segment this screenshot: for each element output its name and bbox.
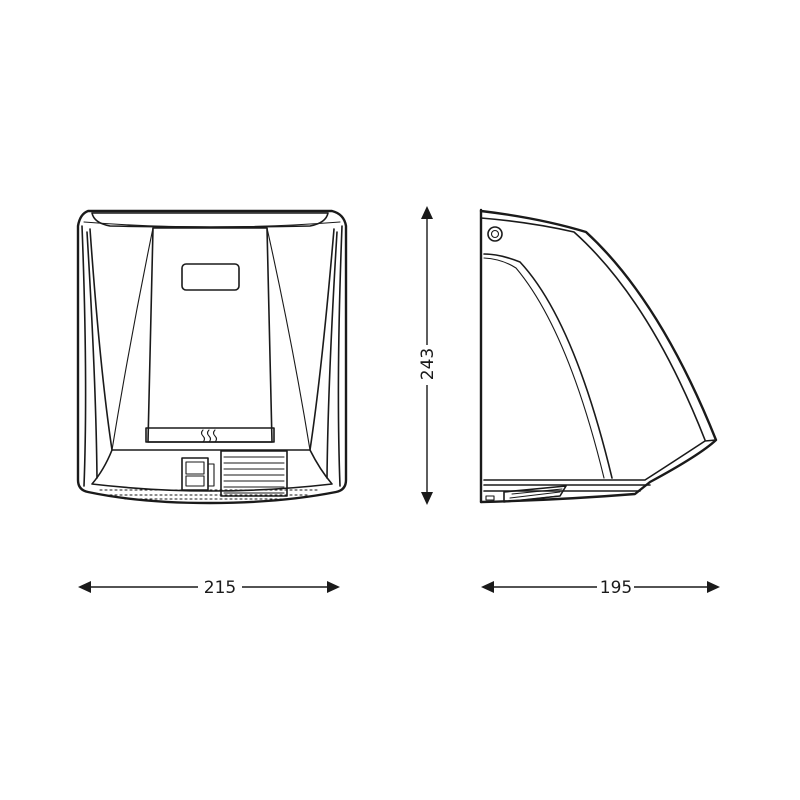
front-left-panel-edge: [89, 228, 113, 451]
front-left-side-outer: [81, 225, 87, 487]
bottom-vent-dots: [99, 489, 321, 500]
power-switch-icon: [181, 457, 215, 491]
side-view: [479, 208, 718, 504]
side-indicator-icon: [485, 495, 495, 501]
side-depth-dimension: 195: [481, 578, 720, 598]
heat-icon: [200, 429, 218, 443]
side-upper-band-inner: [483, 257, 605, 479]
side-depth-dimension-label: 195: [600, 578, 632, 598]
sensor-window: [181, 263, 240, 291]
front-view: [76, 209, 348, 505]
side-lower-edge: [483, 439, 717, 481]
front-right-side-outer: [337, 225, 343, 487]
front-left-side-inner: [86, 231, 98, 479]
side-outer-profile: [479, 209, 718, 504]
side-upper-band: [483, 253, 613, 479]
heat-strip: [145, 427, 275, 443]
front-right-panel-edge: [309, 228, 335, 451]
front-right-side-inner: [326, 231, 338, 479]
front-top-curve: [83, 221, 341, 228]
front-central-panel: [147, 227, 273, 443]
front-right-contour: [266, 227, 311, 451]
front-left-contour: [111, 227, 154, 451]
height-dimension-label: 243: [418, 348, 438, 380]
side-outlet-vent: [503, 485, 567, 503]
side-inner-top-profile: [480, 217, 706, 441]
air-outlet-grille: [220, 450, 288, 497]
height-dimension: 243: [418, 206, 438, 505]
screw-icon: [487, 226, 503, 242]
front-width-dimension-label: 215: [204, 578, 236, 598]
front-width-dimension: 215: [78, 578, 340, 598]
front-bottom-ledge: [91, 449, 333, 492]
front-outer-shell: [76, 209, 348, 505]
